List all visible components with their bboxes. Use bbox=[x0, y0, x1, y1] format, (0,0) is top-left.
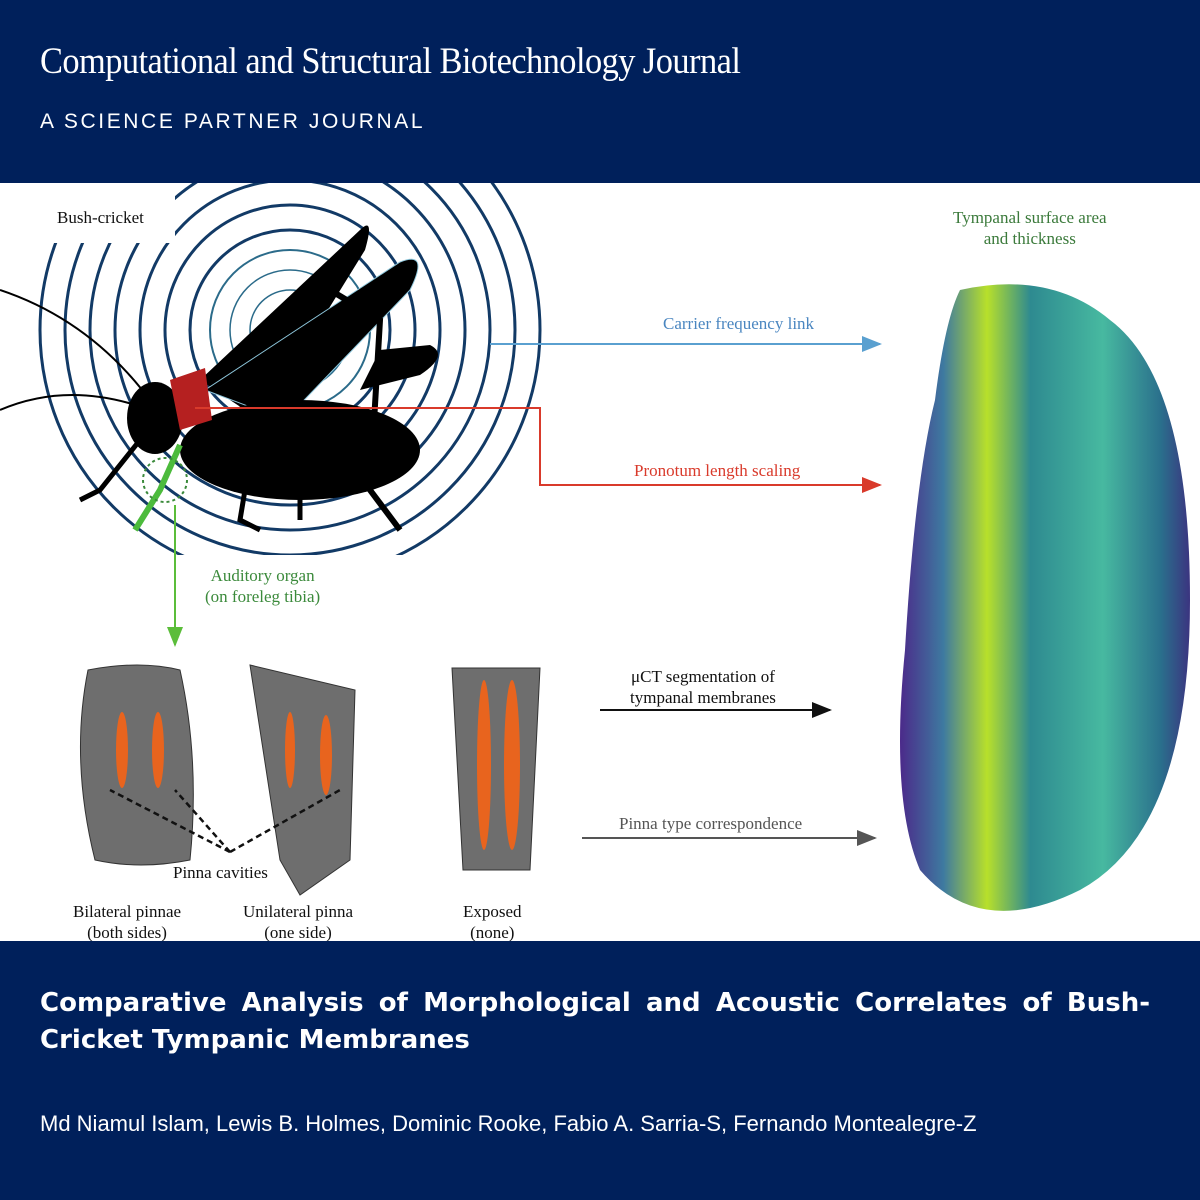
graphical-abstract-figure: Bush-cricket Carrier frequency link Pron… bbox=[0, 183, 1200, 943]
tympanum-3d-scan-icon bbox=[900, 284, 1190, 911]
auditory-organ-line1: Auditory organ bbox=[210, 566, 315, 585]
exposed-label: Exposed (none) bbox=[463, 901, 522, 943]
figure-illustration bbox=[0, 183, 1190, 941]
exposed-tibia-icon bbox=[451, 667, 541, 871]
tympanal-line2: and thickness bbox=[983, 229, 1076, 248]
pronotum-arrow bbox=[195, 407, 882, 493]
paper-title: Comparative Analysis of Morphological an… bbox=[40, 988, 1150, 1055]
exposed-line2: (none) bbox=[470, 923, 515, 942]
journal-subtitle: A SCIENCE PARTNER JOURNAL bbox=[40, 110, 426, 133]
uct-line1: μCT segmentation of bbox=[631, 667, 775, 686]
uct-line2: tympanal membranes bbox=[630, 688, 776, 707]
tympanal-line1: Tympanal surface area bbox=[953, 208, 1107, 227]
unilateral-line2: (one side) bbox=[264, 923, 332, 942]
journal-title: Computational and Structural Biotechnolo… bbox=[40, 41, 741, 82]
bilateral-pinnae-tibia-icon bbox=[79, 664, 194, 866]
unilateral-pinna-tibia-icon bbox=[249, 664, 356, 896]
uct-segmentation-label: μCT segmentation of tympanal membranes bbox=[630, 666, 776, 708]
journal-header: Computational and Structural Biotechnolo… bbox=[0, 0, 1200, 183]
auditory-organ-label: Auditory organ (on foreleg tibia) bbox=[205, 565, 320, 607]
unilateral-pinna-label: Unilateral pinna (one side) bbox=[243, 901, 353, 943]
auditory-organ-line2: (on foreleg tibia) bbox=[205, 587, 321, 606]
bush-cricket-icon bbox=[0, 225, 438, 533]
pinna-type-label: Pinna type correspondence bbox=[619, 814, 803, 833]
carrier-frequency-label: Carrier frequency link bbox=[663, 314, 815, 333]
bilateral-pinnae-label: Bilateral pinnae (both sides) bbox=[73, 901, 181, 943]
pinna-cavity-pointers bbox=[109, 788, 341, 854]
bilateral-line2: (both sides) bbox=[87, 923, 167, 942]
bilateral-line1: Bilateral pinnae bbox=[73, 902, 182, 921]
paper-footer: Comparative Analysis of Morphological an… bbox=[0, 941, 1200, 1200]
pronotum-length-label: Pronotum length scaling bbox=[634, 461, 801, 480]
exposed-line1: Exposed bbox=[463, 902, 522, 921]
tympanal-surface-label: Tympanal surface area and thickness bbox=[953, 207, 1107, 249]
unilateral-line1: Unilateral pinna bbox=[243, 902, 353, 921]
bush-cricket-label: Bush-cricket bbox=[57, 208, 144, 227]
pinna-cavities-label: Pinna cavities bbox=[173, 863, 268, 882]
author-list: Md Niamul Islam, Lewis B. Holmes, Domini… bbox=[40, 1111, 977, 1136]
